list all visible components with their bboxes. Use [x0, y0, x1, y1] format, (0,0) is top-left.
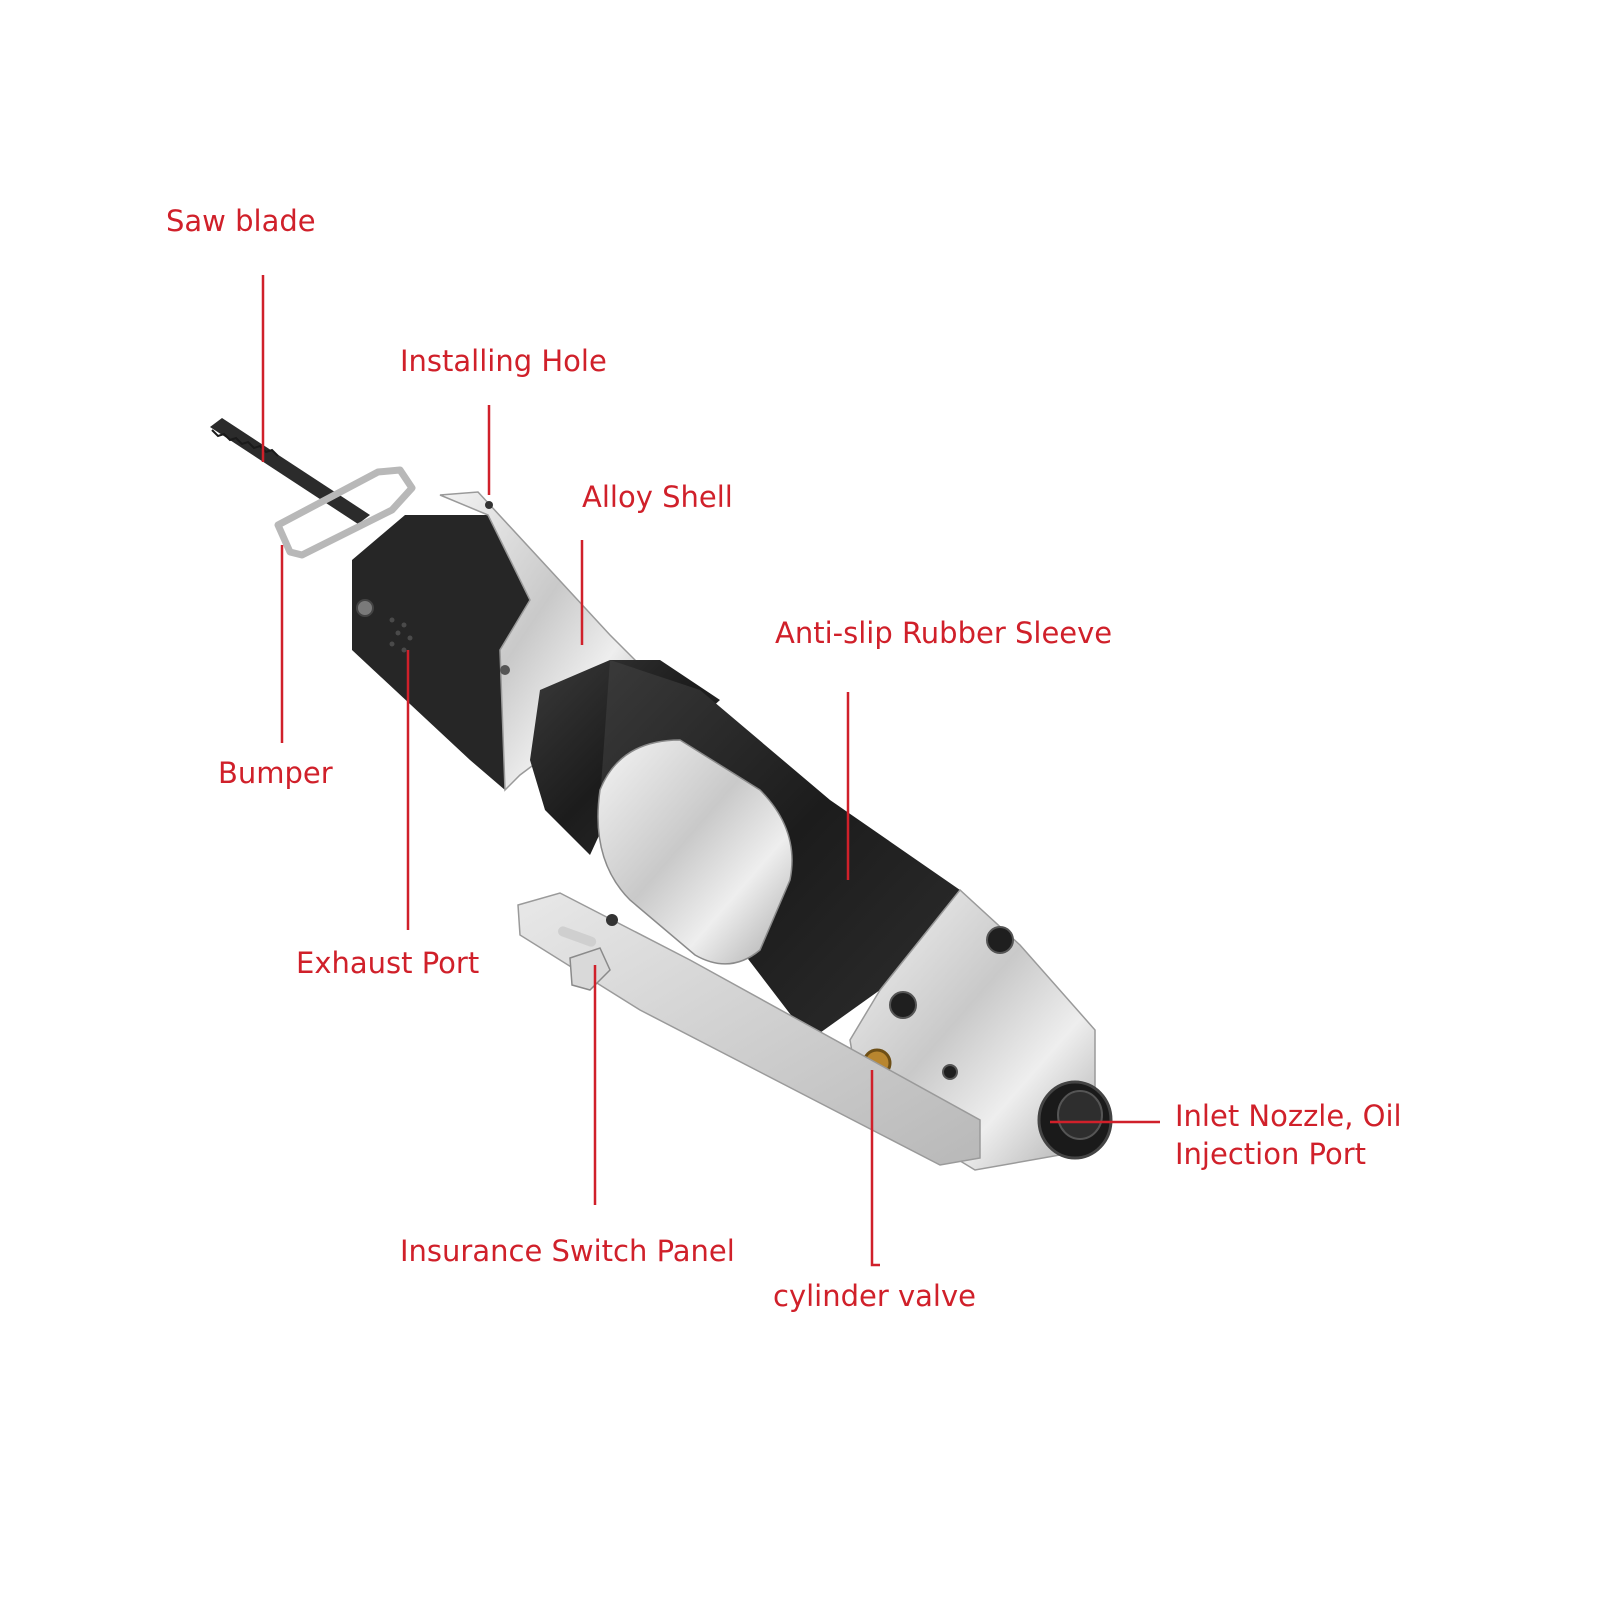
exhaust-holes	[389, 617, 413, 653]
lever-slot	[557, 926, 597, 947]
label-bumper: Bumper	[218, 756, 333, 790]
label-anti-slip-sleeve: Anti-slip Rubber Sleeve	[775, 616, 1113, 650]
head-screw	[356, 599, 374, 617]
label-installing-hole: Installing Hole	[400, 344, 607, 378]
cylinder-valve-leader	[870, 1070, 880, 1267]
bumper-guard-shape	[274, 466, 416, 559]
label-exhaust-port: Exhaust Port	[296, 946, 480, 980]
trigger-lever	[517, 892, 981, 1166]
shell-screw	[500, 665, 510, 675]
label-alloy-shell: Alloy Shell	[582, 480, 733, 514]
front-head-block	[352, 515, 530, 790]
label-cylinder-valve: cylinder valve	[773, 1279, 976, 1313]
inlet-nozzle	[1037, 1080, 1113, 1160]
safety-switch-tab	[569, 947, 611, 991]
saw-teeth	[211, 429, 279, 457]
rear-bolts	[889, 926, 1014, 1080]
metal-window	[597, 739, 793, 965]
saw-blade-shape	[210, 418, 370, 524]
lever-pivot	[606, 914, 618, 926]
label-inlet-line2: Injection Port	[1175, 1136, 1367, 1171]
alloy-shell-front	[439, 491, 642, 792]
label-inlet-nozzle: Inlet Nozzle, Oil Injection Port	[1175, 1098, 1402, 1173]
label-inlet-line1: Inlet Nozzle, Oil	[1175, 1099, 1402, 1133]
label-insurance-switch: Insurance Switch Panel	[400, 1234, 735, 1268]
label-saw-blade: Saw blade	[166, 204, 316, 238]
installing-hole-dot	[485, 501, 493, 509]
